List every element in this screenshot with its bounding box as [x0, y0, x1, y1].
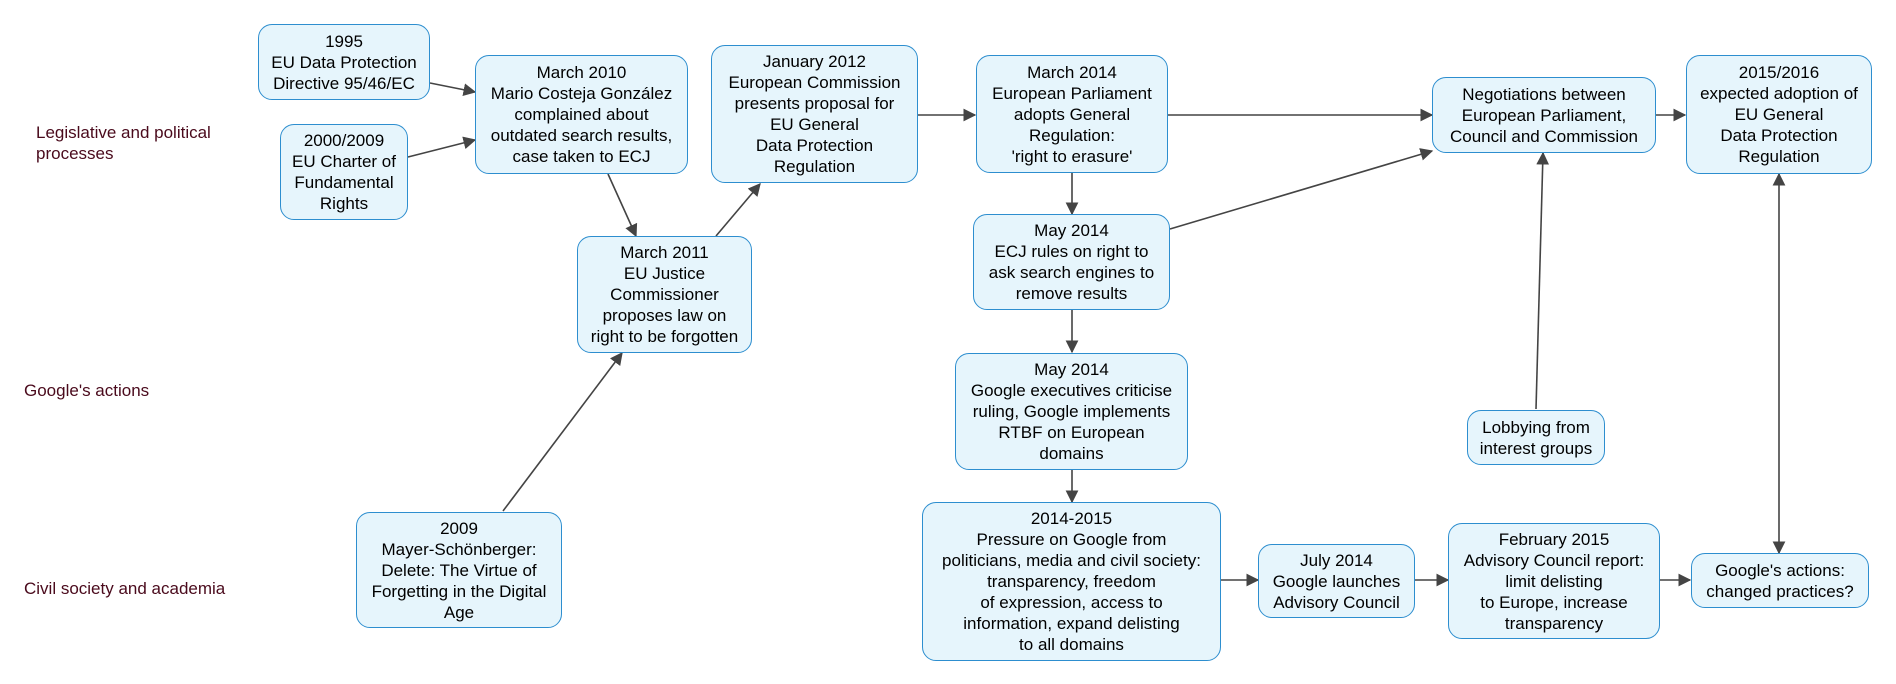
node-pressure-on-google: 2014-2015 Pressure on Google from politi… [922, 502, 1221, 661]
arrow-2011-to-2012 [715, 183, 761, 237]
node-2014-google-response: May 2014 Google executives criticise rul… [955, 353, 1188, 470]
arrow-2000-to-2010 [407, 136, 477, 158]
arrow-ecj-to-negotiations [1169, 148, 1434, 230]
node-negotiations: Negotiations between European Parliament… [1432, 77, 1656, 153]
node-2009-mayer-schonberger: 2009 Mayer-Schönberger: Delete: The Virt… [356, 512, 562, 628]
arrow-2009-to-2011 [502, 351, 623, 512]
node-lobbying: Lobbying from interest groups [1467, 410, 1605, 465]
arrow-1995-to-2010 [429, 82, 477, 97]
node-2014-ecj-ruling: May 2014 ECJ rules on right to ask searc… [973, 214, 1170, 310]
arrow-2010-to-2011 [607, 173, 638, 238]
lane-label-google: Google's actions [24, 381, 150, 400]
node-advisory-report: February 2015 Advisory Council report: l… [1448, 523, 1660, 639]
node-changed-practices: Google's actions: changed practices? [1691, 553, 1869, 608]
lane-label-civil: Civil society and academia [24, 579, 226, 598]
arrow-lobby-to-negotiations [1535, 151, 1550, 410]
node-gdpr-adoption: 2015/2016 expected adoption of EU Genera… [1686, 55, 1872, 174]
node-2000-charter: 2000/2009 EU Charter of Fundamental Righ… [280, 124, 408, 220]
lane-label-legislative: Legislative and political processes [36, 123, 211, 163]
node-2010-costeja: March 2010 Mario Costeja González compla… [475, 55, 688, 174]
node-2012-proposal: January 2012 European Commission present… [711, 45, 918, 183]
node-advisory-council: July 2014 Google launches Advisory Counc… [1258, 544, 1415, 618]
node-2014-parliament: March 2014 European Parliament adopts Ge… [976, 55, 1168, 173]
node-1995-directive: 1995 EU Data Protection Directive 95/46/… [258, 24, 430, 100]
node-2011-commissioner: March 2011 EU Justice Commissioner propo… [577, 236, 752, 353]
